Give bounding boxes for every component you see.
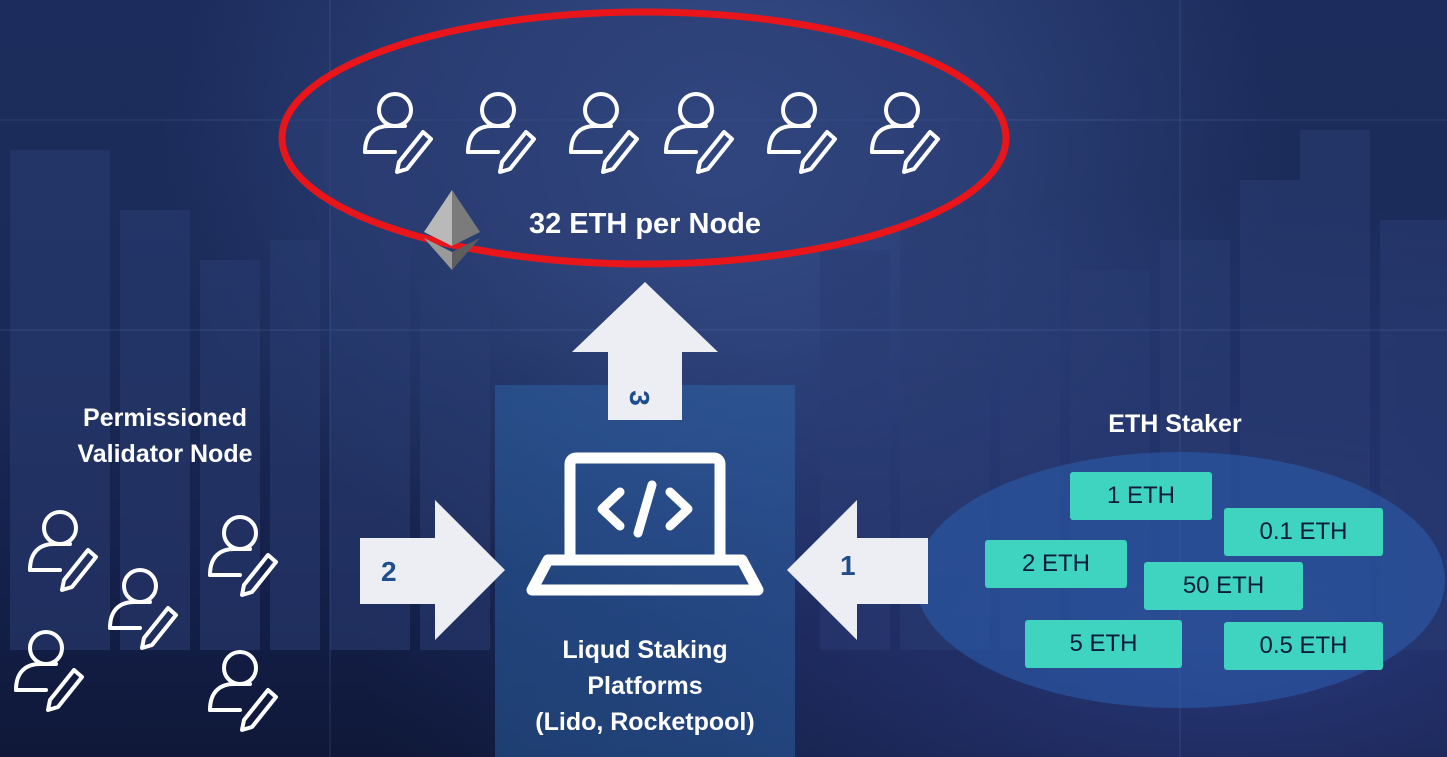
- permissioned-label-line1: Permissioned: [83, 404, 247, 432]
- permissioned-node-icon: [28, 510, 98, 592]
- permissioned-node-icon: [14, 630, 84, 712]
- eth-amount-chip: 1 ETH: [1070, 472, 1212, 520]
- arrow-1-left: [787, 500, 928, 640]
- eth-amount-chip: 5 ETH: [1025, 620, 1182, 668]
- platform-label-line1: Liqud Staking: [562, 636, 728, 664]
- laptop-code-icon: [526, 452, 764, 596]
- permissioned-node-icon: [208, 515, 278, 597]
- permissioned-label-line2: Validator Node: [77, 440, 253, 468]
- arrow-2-right: [360, 500, 505, 640]
- permissioned-node-icon: [208, 650, 278, 732]
- arrow-2-number: 2: [381, 556, 397, 587]
- eth-per-node-label: 32 ETH per Node: [528, 208, 762, 240]
- arrow-3-number: 3: [623, 390, 655, 406]
- eth-amount-chip: 0.5 ETH: [1224, 622, 1383, 670]
- staker-label: ETH Staker: [1108, 410, 1242, 438]
- code-symbol-icon: [597, 480, 693, 538]
- permissioned-node-icon: [108, 568, 178, 650]
- permissioned-label: Permissioned Validator Node: [40, 400, 290, 472]
- ethereum-icon: [424, 190, 480, 270]
- arrow-1-number: 1: [840, 550, 856, 581]
- platform-label: Liqud Staking Platforms (Lido, Rocketpoo…: [495, 632, 795, 740]
- arrow-3-up: [572, 282, 718, 420]
- eth-amount-chip: 0.1 ETH: [1224, 508, 1383, 556]
- platform-label-line2: Platforms: [587, 672, 703, 700]
- node-pool-ellipse: [278, 8, 1010, 268]
- eth-amount-chip: 50 ETH: [1144, 562, 1303, 610]
- platform-label-line3: (Lido, Rocketpool): [535, 708, 755, 736]
- eth-amount-chip: 2 ETH: [985, 540, 1127, 588]
